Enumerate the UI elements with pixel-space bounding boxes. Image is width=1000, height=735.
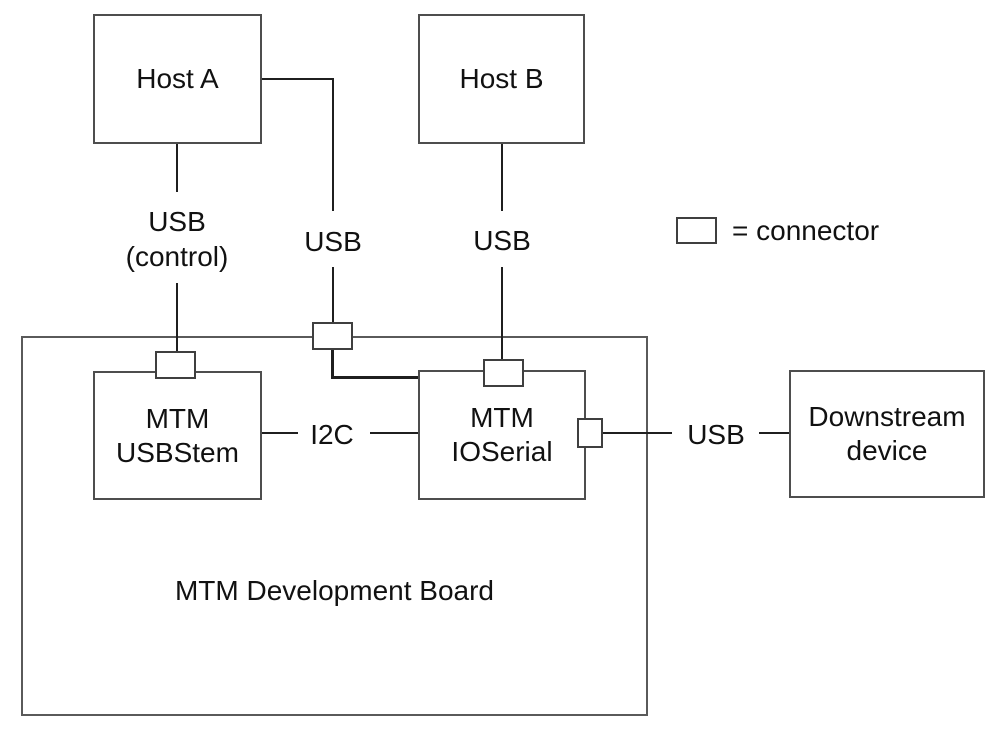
host-a-box: Host A [93, 14, 262, 144]
edge-usb-downstream-right [759, 432, 789, 434]
mtm-ioserial-box: MTM IOSerial [418, 370, 586, 500]
edge-usb-host-b-upper [501, 144, 503, 211]
edge-usb-host-a-inside-vertical [331, 350, 334, 379]
edge-i2c-right [370, 432, 418, 434]
connector-usbstem-top-icon [155, 351, 196, 379]
edge-usb-control-upper [176, 144, 178, 192]
i2c-label: I2C [310, 419, 354, 450]
host-b-box: Host B [418, 14, 585, 144]
edge-usb-downstream-left [603, 432, 672, 434]
edge-usb-host-b-lower [501, 267, 503, 361]
mtm-usbstem-label-line1: MTM [145, 402, 210, 434]
host-a-label: Host A [136, 63, 219, 94]
mtm-ioserial-label-line2: IOSerial [451, 436, 553, 467]
edge-usb-host-a-lower [332, 267, 334, 324]
downstream-device-box: Downstream device [789, 370, 985, 498]
connector-ioserial-right-icon [577, 418, 603, 448]
edge-usb-control-lower [176, 283, 178, 353]
usb-control-label-line1: USB [148, 206, 206, 237]
mtm-usbstem-box: MTM USBStem [93, 371, 262, 500]
host-b-label: Host B [459, 63, 544, 94]
downstream-device-label-line2: device [846, 435, 928, 466]
connector-board-top-icon [312, 322, 353, 350]
edge-i2c-left [262, 432, 298, 434]
usb-control-label-line2: (control) [125, 241, 229, 272]
mtm-development-board-label: MTM Development Board [174, 575, 494, 606]
usb-host-a-label: USB [304, 226, 362, 257]
downstream-device-label-line1: Downstream [808, 401, 966, 432]
usb-control-label: USB (control) [77, 204, 277, 274]
usb-host-b-label: USB [473, 225, 531, 256]
mtm-usbstem-label-line2: USBStem [116, 436, 239, 468]
legend-connector-swatch-icon [676, 217, 717, 244]
usb-downstream-label: USB [687, 419, 745, 450]
edge-usb-host-a-upper [332, 78, 334, 211]
edge-usb-host-a-inside-horizontal [331, 376, 420, 379]
connector-ioserial-top-icon [483, 359, 524, 387]
mtm-ioserial-label-line1: MTM [470, 402, 534, 433]
legend-text: = connector [732, 215, 880, 246]
edge-usb-host-a-horizontal [262, 78, 334, 80]
